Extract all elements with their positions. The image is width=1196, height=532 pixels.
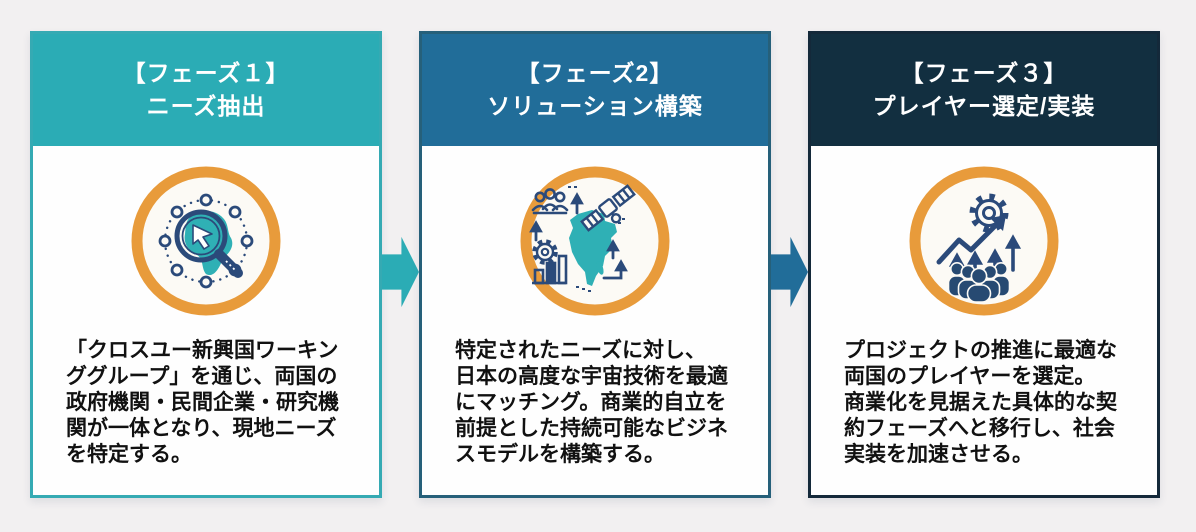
phase-1-description: 「クロスユー新興国ワーキン ググループ」を通じ、両国の 政府機関・民間企業・研究… xyxy=(66,339,339,466)
arrow-phase2-to-phase3-icon xyxy=(771,236,808,308)
magnifier-africa-search-icon xyxy=(131,166,281,316)
phase-1-icon-wrap xyxy=(131,166,281,316)
arrow-phase1-to-phase2-icon xyxy=(382,236,419,308)
arrow-gap-2 xyxy=(771,31,808,498)
phase-2-body: 特定されたニーズに対し、 日本の高度な宇宙技術を最適 にマッチング。商業的自立を… xyxy=(422,146,768,495)
phase-1-header: 【フェーズ１】 ニーズ抽出 xyxy=(33,34,379,146)
arrow-gap-1 xyxy=(382,31,419,498)
phase-1-title-line1: 【フェーズ１】 xyxy=(122,60,290,86)
phase-flow-diagram: 【フェーズ１】 ニーズ抽出 xyxy=(30,31,1160,498)
phase-3-icon-wrap xyxy=(909,166,1059,316)
phase-1-title-line2: ニーズ抽出 xyxy=(146,93,266,119)
africa-satellite-technology-icon xyxy=(520,166,670,316)
phase-3-title-line2: プレイヤー選定/実装 xyxy=(872,93,1096,119)
phase-1-body: 「クロスユー新興国ワーキン ググループ」を通じ、両国の 政府機関・民間企業・研究… xyxy=(33,146,379,495)
phase-3-title-line1: 【フェーズ３】 xyxy=(900,60,1068,86)
phase-card-2: 【フェーズ2】 ソリューション構築 xyxy=(419,31,771,498)
phase-2-description: 特定されたニーズに対し、 日本の高度な宇宙技術を最適 にマッチング。商業的自立を… xyxy=(455,339,728,466)
phase-card-3: 【フェーズ３】 プレイヤー選定/実装 xyxy=(808,31,1160,498)
phase-3-header: 【フェーズ３】 プレイヤー選定/実装 xyxy=(811,34,1157,146)
phase-2-title-line1: 【フェーズ2】 xyxy=(516,60,674,86)
phase-2-header: 【フェーズ2】 ソリューション構築 xyxy=(422,34,768,146)
phase-3-description: プロジェクトの推進に最適な 両国のプレイヤーを選定。 商業化を見据えた具体的な契… xyxy=(844,339,1117,466)
phase-2-title-line2: ソリューション構築 xyxy=(487,93,703,119)
phase-3-body: プロジェクトの推進に最適な 両国のプレイヤーを選定。 商業化を見据えた具体的な契… xyxy=(811,146,1157,495)
phase-card-1: 【フェーズ１】 ニーズ抽出 xyxy=(30,31,382,498)
gear-growth-team-icon xyxy=(909,166,1059,316)
phase-2-icon-wrap xyxy=(520,166,670,316)
